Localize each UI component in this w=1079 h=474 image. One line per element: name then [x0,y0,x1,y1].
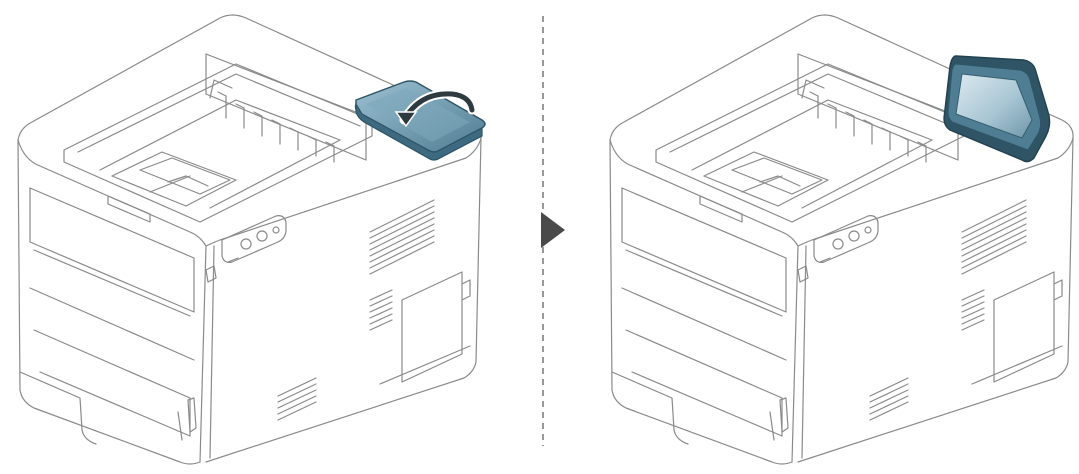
control-panel-flat [354,80,486,161]
control-panel-upright [943,55,1051,163]
printer-after [609,14,1074,465]
curved-arrow-icon [394,89,477,128]
printer-before [17,14,486,465]
triangle-right-icon [541,212,565,248]
